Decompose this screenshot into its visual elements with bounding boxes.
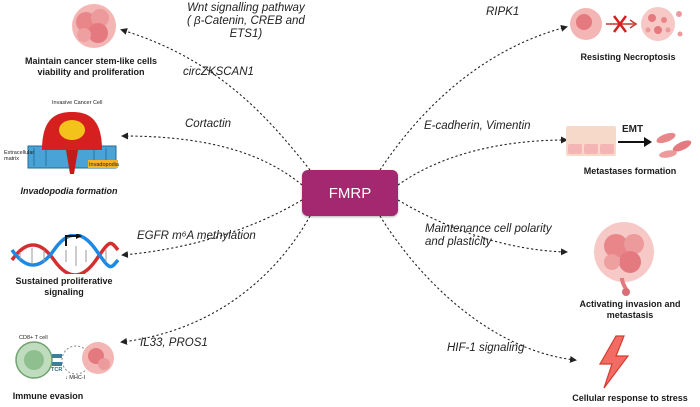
label-hif1: HIF-1 signaling bbox=[447, 342, 525, 354]
caption-stress: Cellular response to stress bbox=[572, 393, 688, 403]
arrow-wnt bbox=[120, 28, 311, 171]
label-ecad: E-cadherin, Vimentin bbox=[424, 120, 531, 132]
arrow-ecad bbox=[397, 136, 568, 186]
invasive-cell-icon bbox=[27, 112, 118, 174]
caption-invadopodia: Invadopodia formation bbox=[20, 186, 118, 196]
arrow-il33 bbox=[120, 215, 311, 345]
label-circzkscan1: circZKSCAN1 bbox=[183, 66, 254, 78]
fmrp-node: FMRP bbox=[302, 170, 398, 216]
label-il33: IL33, PROS1 bbox=[140, 337, 208, 349]
caption-immune: Immune evasion bbox=[12, 391, 84, 401]
arrow-cortactin bbox=[121, 132, 303, 186]
emt-icon bbox=[566, 126, 692, 158]
label-polarity: Maintenance cell polarity and plasticity bbox=[425, 223, 552, 248]
label-cortactin: Cortactin bbox=[185, 118, 232, 130]
invadopodia-tag: Invadopodia bbox=[89, 162, 119, 168]
mhc-label: ↓ MHC-I bbox=[65, 375, 86, 381]
matrix-label: Extracellular matrix bbox=[4, 150, 35, 162]
lightning-icon bbox=[598, 335, 630, 389]
fmrp-label: FMRP bbox=[328, 184, 372, 202]
tcell-label: CD8+ T cell bbox=[19, 335, 48, 341]
emt-label: EMT bbox=[622, 124, 644, 135]
label-egfr: EGFR m⁶A methylation bbox=[137, 230, 256, 242]
label-ripk1: RIPK1 bbox=[486, 6, 520, 18]
invasive-cell-label: Invasive Cancer Cell bbox=[52, 100, 103, 106]
immune-cells-icon bbox=[15, 341, 114, 379]
caption-proliferative: Sustained proliferative signaling bbox=[15, 276, 113, 297]
tcr-label: TCR bbox=[51, 367, 63, 373]
arrow-hif1 bbox=[379, 215, 577, 363]
label-wnt: Wnt signalling pathway ( β-Catenin, CREB… bbox=[187, 2, 305, 40]
caption-stem-cells: Maintain cancer stem-like cells viabilit… bbox=[24, 56, 158, 77]
caption-metastases: Metastases formation bbox=[583, 166, 677, 176]
arrow-egfr bbox=[121, 199, 303, 259]
dna-icon bbox=[10, 234, 120, 274]
caption-invasion: Activating invasion and metastasis bbox=[579, 299, 681, 320]
cancer-cell-icon bbox=[72, 4, 116, 48]
arrow-ripk1 bbox=[379, 24, 568, 171]
caption-necroptosis: Resisting Necroptosis bbox=[580, 52, 676, 62]
necroptosis-icon bbox=[570, 7, 683, 41]
tumor-icon bbox=[594, 222, 654, 296]
